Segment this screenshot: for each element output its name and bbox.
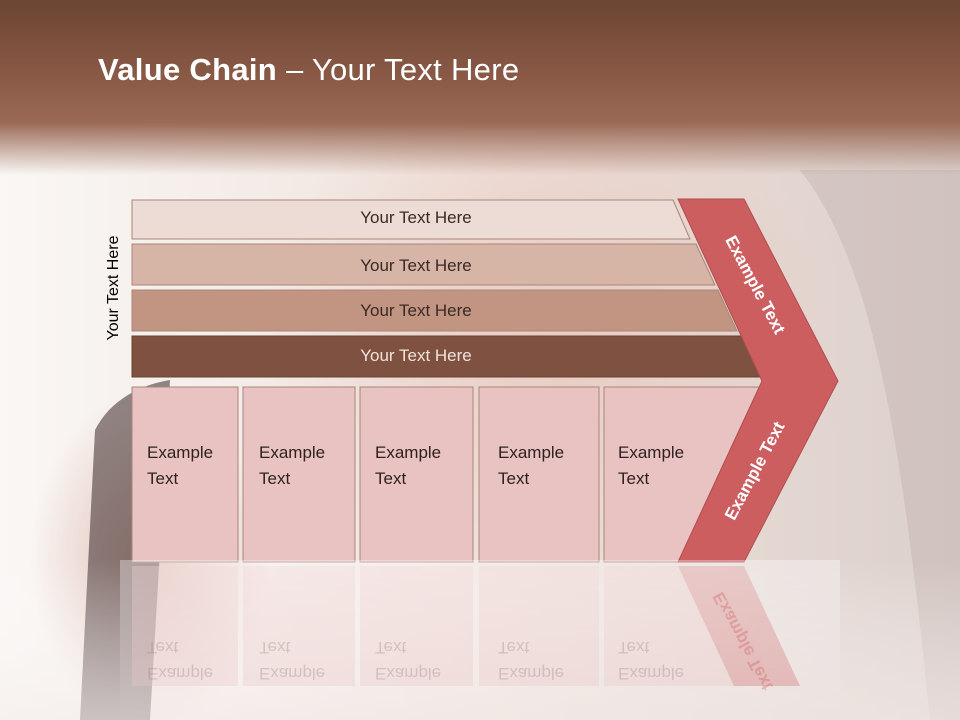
- support-bar-2-label: Your Text Here: [360, 256, 472, 275]
- primary-cell-3-line1: Example: [375, 443, 442, 462]
- primary-cell-3-reflection-line1: Example: [375, 664, 442, 683]
- support-bar-1-label: Your Text Here: [360, 208, 472, 227]
- primary-cell-1-line1: Example: [147, 443, 214, 462]
- primary-cell-4-reflection: Example Text: [498, 634, 564, 686]
- primary-cell-2-reflection-line1: Example: [259, 664, 326, 683]
- primary-cell-5-line2: Text: [618, 469, 650, 488]
- primary-cell-3-reflection: Example Text: [375, 634, 441, 686]
- primary-cell-3-reflection-line2: Text: [375, 638, 407, 657]
- support-bar-4-label: Your Text Here: [360, 346, 472, 365]
- primary-cell-3-line2: Text: [375, 469, 407, 488]
- primary-cell-1: [131, 386, 239, 563]
- primary-cell-2-line2: Text: [259, 469, 291, 488]
- primary-cell-5-line1: Example: [618, 443, 685, 462]
- primary-cell-4: [478, 386, 600, 563]
- primary-cell-4-line1: Example: [498, 443, 565, 462]
- primary-cell-2-reflection: Example Text: [259, 634, 325, 686]
- primary-cell-3: [359, 386, 474, 563]
- side-label: Your Text Here: [105, 235, 122, 341]
- primary-cell-5-reflection: Example Text: [618, 634, 684, 686]
- title-band: [0, 0, 960, 175]
- primary-cell-1-line2: Text: [147, 469, 179, 488]
- primary-cell-4-reflection-line1: Example: [498, 664, 565, 683]
- primary-cell-1-reflection-line2: Text: [147, 638, 179, 657]
- support-bar-3: [131, 289, 738, 332]
- primary-cell-4-reflection-line2: Text: [498, 638, 530, 657]
- primary-cell-1-reflection-line1: Example: [147, 664, 214, 683]
- support-bar-3-label: Your Text Here: [360, 301, 472, 320]
- support-bar-2: [131, 243, 716, 286]
- primary-cell-4-line2: Text: [498, 469, 530, 488]
- title-bold: Value Chain: [98, 52, 278, 87]
- slide-title: Value Chain – Your Text Here: [98, 52, 519, 88]
- primary-cell-2: [242, 386, 356, 563]
- primary-cell-2-line1: Example: [259, 443, 326, 462]
- primary-cell-2-reflection-line2: Text: [259, 638, 291, 657]
- title-rest: – Your Text Here: [277, 52, 520, 87]
- primary-cell-5-reflection-line2: Text: [618, 638, 650, 657]
- primary-cell-1-reflection: Example Text: [147, 634, 213, 686]
- support-bar-1: [131, 199, 691, 240]
- primary-cell-5-reflection-line1: Example: [618, 664, 685, 683]
